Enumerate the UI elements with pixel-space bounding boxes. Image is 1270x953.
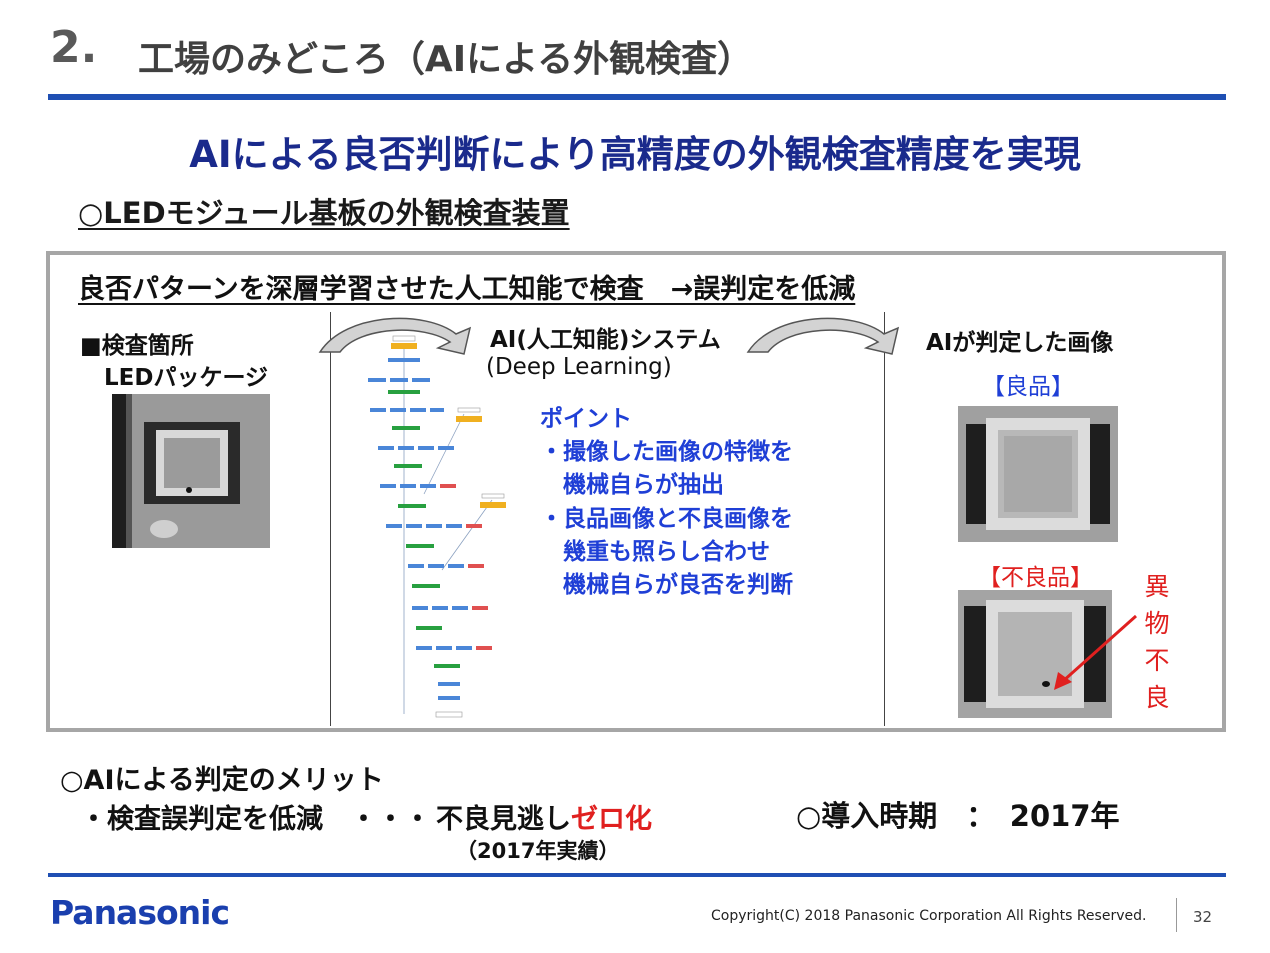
ai-system-title: AI(人工知能)システム	[490, 327, 721, 353]
point-line-1: ・撮像した画像の特徴を	[540, 439, 793, 465]
footer-rule	[48, 873, 1226, 877]
slide-number: 2.	[50, 22, 98, 73]
merit-result: 不良見逃しゼロ化	[436, 797, 652, 836]
foreign-matter-label: 異 物 不 良	[1143, 568, 1171, 716]
defect-char-3: 不	[1144, 646, 1170, 675]
led-package-photo	[112, 394, 270, 548]
ai-result-title: AIが判定した画像	[926, 330, 1114, 356]
merit-result-emphasis: ゼロ化	[571, 804, 652, 835]
header-rule	[48, 94, 1226, 100]
good-product-photo	[958, 406, 1118, 542]
neural-network-diagram	[368, 335, 506, 718]
defect-pointer-arrow	[1054, 614, 1137, 690]
merit-note: （2017年実績）	[456, 839, 620, 863]
merit-heading: ○AIによる判定のメリット	[60, 765, 384, 796]
content-frame	[46, 251, 1226, 732]
slide-title: 工場のみどころ（AIによる外観検査）	[138, 39, 754, 80]
bad-tag: 【不良品】	[978, 565, 1093, 591]
frame-title: 良否パターンを深層学習させた人工知能で検査 →誤判定を低減	[78, 274, 856, 305]
good-tag: 【良品】	[982, 374, 1074, 400]
ai-system-subtitle: (Deep Learning)	[486, 354, 672, 380]
defective-product-photo	[958, 590, 1112, 718]
copyright: Copyright(C) 2018 Panasonic Corporation …	[711, 908, 1147, 924]
introduction-date: ○導入時期 ： 2017年	[796, 799, 1120, 833]
point-line-2: 機械自らが抽出	[540, 472, 724, 498]
page-separator	[1176, 898, 1177, 932]
page-number: 32	[1193, 908, 1213, 926]
defect-char-1: 異	[1144, 572, 1170, 601]
point-title: ポイント	[540, 406, 632, 432]
point-line-3: ・良品画像と不良画像を	[540, 506, 793, 532]
divider-left	[330, 312, 331, 726]
merit-line: ・検査誤判定を低減 ・・・	[80, 804, 431, 835]
panasonic-logo: Panasonic	[50, 893, 230, 932]
divider-right	[884, 312, 885, 726]
point-line-5: 機械自らが良否を判断	[540, 572, 793, 598]
defect-char-2: 物	[1144, 609, 1170, 638]
inspection-point-label: ■検査箇所	[80, 333, 194, 359]
curved-arrow-left	[318, 317, 472, 355]
curved-arrow-right	[746, 317, 900, 355]
merit-result-pre: 不良見逃し	[436, 804, 571, 835]
subtitle: AIによる良否判断により高精度の外観検査精度を実現	[189, 133, 1081, 176]
point-line-4: 幾重も照らし合わせ	[540, 539, 770, 565]
section-title: ○LEDモジュール基板の外観検査装置	[78, 196, 570, 230]
led-package-label: LEDパッケージ	[104, 365, 268, 391]
defect-char-4: 良	[1144, 683, 1170, 712]
